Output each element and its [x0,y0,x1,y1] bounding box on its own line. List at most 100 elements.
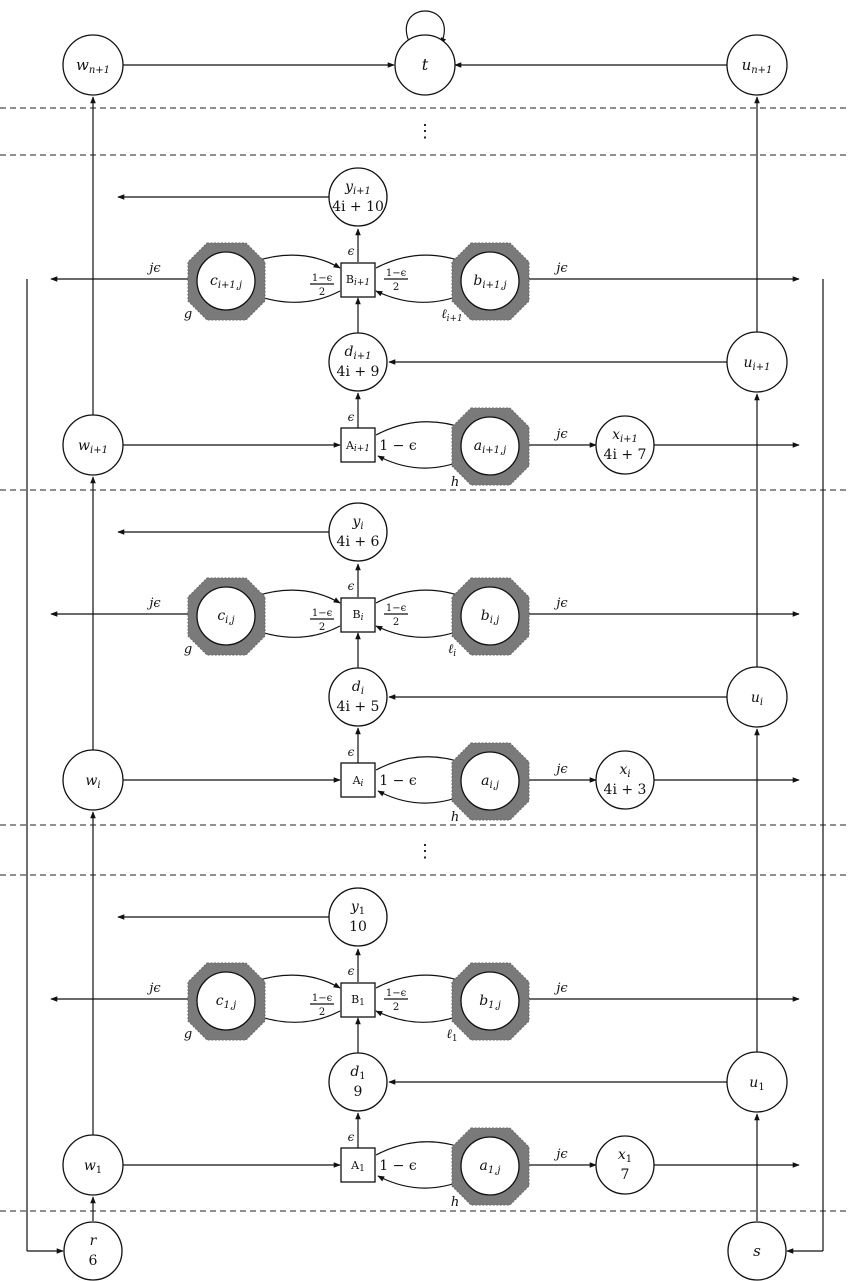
label-frac-num: 1−ϵ [312,273,333,284]
node-t-label: t [422,55,429,74]
label-g: g [184,307,192,322]
label-one-minus-eps: 1 − ϵ [379,773,417,789]
node-u-top-label: un+1 [742,56,773,76]
node-w-label: wi+1 [78,438,108,456]
label-frac-den: 2 [393,282,399,293]
node-x-value: 7 [621,1167,630,1183]
node-w-top-label: wn+1 [76,56,110,76]
node-y-value: 10 [349,919,367,935]
node-u [726,666,788,728]
node-b-label: bi,j [481,608,499,626]
edge-B-c [251,625,341,638]
node-B-label: Bi+1 [346,273,370,288]
node-y [328,887,388,947]
label-jeps: jϵ [553,1147,568,1162]
label-frac-den: 2 [319,287,325,298]
edge-b-B [375,290,465,303]
node-w-label: wi [85,773,100,791]
layer-i-plus-1: ϵ jϵ jϵ 1−ϵ 2 1−ϵ 2 ϵ 1 − ϵ jϵ yi+1 4i +… [50,167,800,490]
node-B [340,262,376,298]
label-g: g [184,642,192,657]
node-b [460,971,520,1031]
label-eps: ϵ [348,745,355,759]
node-u-label: u1 [749,1075,764,1093]
label-frac-num: 1−ϵ [386,988,407,999]
node-A [340,427,376,463]
node-d-label: d1 [350,1064,365,1082]
node-x-value: 4i + 7 [604,447,647,463]
node-w-label: w1 [84,1158,102,1176]
label-frac-num: 1−ϵ [386,268,407,279]
label-frac-num: 1−ϵ [312,993,333,1004]
node-d [328,1052,388,1112]
node-a [460,751,520,811]
node-a-label: ai,j [481,773,499,791]
label-frac-den: 2 [319,622,325,633]
node-w [62,1134,124,1196]
edge-b-B [375,625,465,638]
edge-a-A [377,790,465,804]
node-d-label: di+1 [345,344,372,362]
label-jeps: jϵ [146,261,161,276]
node-d-value: 4i + 5 [337,699,380,715]
node-c-label: ci+1,j [210,273,242,291]
node-a-label: a1,j [479,1158,500,1176]
ellipsis-top: ⋮ [416,121,434,142]
node-d [328,332,388,392]
label-h: h [451,810,459,825]
label-ell: ℓi [448,642,456,659]
node-r [63,1221,123,1281]
node-y-value: 4i + 10 [332,199,384,215]
node-s [727,1221,787,1281]
node-r-label: r [90,1233,98,1249]
node-x [595,1135,655,1195]
label-one-minus-eps: 1 − ϵ [379,438,417,454]
node-r-value: 6 [89,1253,98,1269]
node-b-label: bi+1,j [473,273,506,291]
label-h: h [451,475,459,490]
node-a-label: ai+1,j [474,438,507,456]
node-y-value: 4i + 6 [337,534,380,550]
node-b-label: b1,j [479,993,501,1011]
node-B [340,982,376,1018]
node-d [328,667,388,727]
label-eps: ϵ [348,244,355,258]
node-B-label: B1 [351,993,365,1008]
node-B-label: Bi [353,608,364,623]
node-u-label: ui [751,690,763,708]
node-d-label: di [352,679,364,697]
label-frac-den: 2 [393,1002,399,1013]
label-eps: ϵ [348,410,355,424]
label-jeps: jϵ [553,596,568,611]
label-ell: ℓi+1 [441,307,463,324]
node-x-label: x1 [618,1147,632,1165]
label-eps: ϵ [348,1130,355,1144]
edge-a-A [377,455,465,469]
node-y-label: y1 [350,899,365,917]
node-t [394,34,456,96]
node-A [340,762,376,798]
label-frac-num: 1−ϵ [312,608,333,619]
layer-i: ϵ jϵ jϵ 1−ϵ 2 1−ϵ 2 ϵ 1 − ϵ jϵ yi 4i + 6… [50,502,800,825]
node-x-label: xi [619,762,630,780]
label-jeps: jϵ [553,427,568,442]
node-w [62,749,124,811]
edge-t-selfloop [405,10,447,45]
node-w [62,414,124,476]
label-one-minus-eps: 1 − ϵ [379,1158,417,1174]
node-u [726,331,788,393]
node-x-value: 4i + 3 [604,782,647,798]
label-jeps: jϵ [146,981,161,996]
node-d-value: 9 [354,1084,363,1100]
node-u-top [726,34,788,96]
layer-1: ϵ jϵ jϵ 1−ϵ 2 1−ϵ 2 ϵ 1 − ϵ jϵ y1 10 c1,… [50,887,800,1210]
label-frac-den: 2 [319,1007,325,1018]
label-eps: ϵ [348,579,355,593]
node-y [328,502,388,562]
edge-b-B [375,1010,465,1023]
node-c [196,586,256,646]
node-c-label: ci,j [217,608,234,626]
node-A-label: Ai+1 [345,439,370,454]
edge-B-c [251,1010,341,1023]
node-A-label: A1 [350,1159,365,1174]
